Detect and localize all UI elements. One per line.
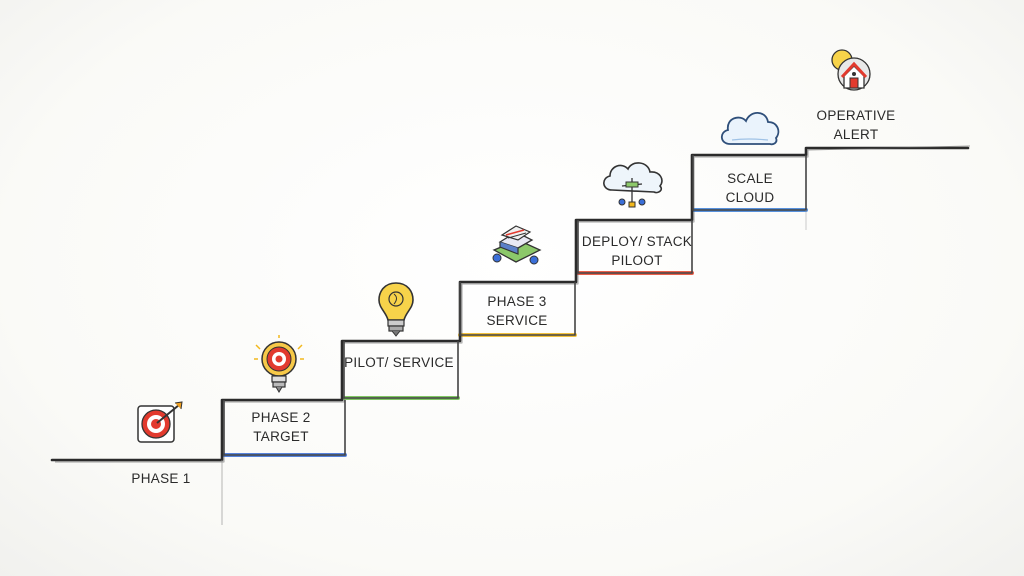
target-icon xyxy=(137,401,183,443)
network-cloud-icon xyxy=(603,162,663,208)
stair-line xyxy=(50,146,970,462)
step-3-label: PILOT/ SERVICE xyxy=(344,355,454,370)
step-1-label: PHASE 1 xyxy=(131,471,191,486)
step-2-box xyxy=(223,400,346,456)
step-7-label: OPERATIVE ALERT xyxy=(816,108,896,142)
step-2-label: PHASE 2 TARGET xyxy=(251,410,311,444)
step-5-box xyxy=(577,220,693,274)
cloud-icon xyxy=(720,111,780,146)
step-4-box xyxy=(459,282,576,336)
lightbulb-icon xyxy=(378,282,414,337)
step-6-label: SCALE CLOUD xyxy=(725,171,775,205)
target-bulb-icon xyxy=(254,335,304,393)
stair-line-sketch xyxy=(55,145,971,463)
step-3-box xyxy=(343,341,459,399)
server-stack-icon xyxy=(492,225,542,265)
alert-home-icon xyxy=(831,49,871,91)
step-5-label: DEPLOY/ STACK PILOOT xyxy=(581,234,693,268)
step-4-label: PHASE 3 SERVICE xyxy=(486,294,548,328)
step-6-box xyxy=(692,155,807,211)
